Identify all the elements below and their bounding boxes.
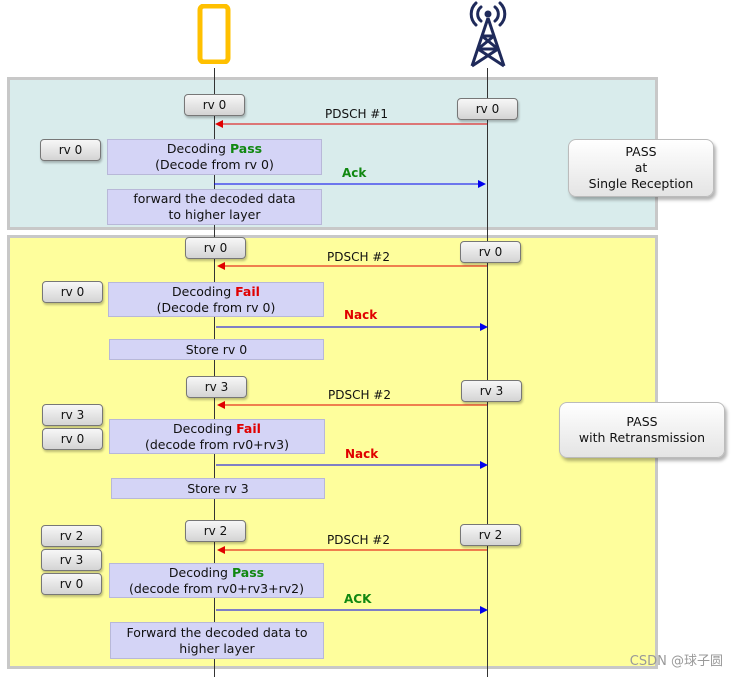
rv-pill-buffer: rv 0 — [42, 281, 103, 303]
rv-pill-buffer: rv 2 — [41, 525, 102, 547]
decoding-box-3: Decoding Fail (decode from rv0+rv3) — [109, 419, 325, 454]
decoding-box-4: Decoding Pass (decode from rv0+rv3+rv2) — [109, 563, 324, 598]
decoding-status-line: Decoding Pass — [110, 565, 323, 581]
result-line-2: with Retransmission — [578, 430, 706, 445]
rv-pill-gnb: rv 3 — [461, 380, 522, 402]
forward-line-1: forward the decoded data — [133, 191, 296, 206]
decoding-prefix: Decoding — [172, 283, 236, 299]
decoding-status: Fail — [236, 420, 261, 436]
rv-pill-buffer: rv 0 — [40, 139, 101, 161]
rv-pill-buffer: rv 0 — [42, 428, 103, 450]
watermark: CSDN @球子圆 — [629, 654, 723, 669]
forward-box-4: Forward the decoded data to higher layer — [110, 622, 324, 659]
result-line-3: Single Reception — [588, 176, 694, 191]
rv-pill-ue: rv 0 — [185, 237, 246, 259]
smartphone-icon — [197, 4, 231, 64]
decoding-box-2: Decoding Fail (Decode from rv 0) — [108, 282, 324, 317]
decoding-status-line: Decoding Fail — [110, 421, 324, 437]
decoding-status-line: Decoding Pass — [108, 141, 321, 157]
forward-line-2: to higher layer — [168, 207, 261, 222]
decoding-detail: (decode from rv0+rv3) — [144, 436, 289, 452]
result-retransmission: PASS with Retransmission — [559, 402, 725, 458]
rv-pill-ue: rv 3 — [186, 376, 247, 398]
ue-lifeline — [214, 68, 215, 677]
ack1-label: Ack — [342, 166, 367, 180]
pdsch2b-label: PDSCH #2 — [328, 388, 391, 402]
nack3-label: Nack — [345, 447, 379, 461]
decoding-prefix: Decoding — [173, 420, 237, 436]
nack2-label: Nack — [344, 308, 378, 322]
store-box-3: Store rv 3 — [111, 478, 325, 499]
gnb-lifeline — [487, 68, 488, 677]
decoding-status: Pass — [229, 141, 263, 156]
result-line-1: PASS — [625, 144, 657, 159]
decoding-box-1: Decoding Pass (Decode from rv 0) — [107, 139, 322, 175]
rv-pill-buffer: rv 3 — [41, 549, 102, 571]
decoding-detail: (Decode from rv 0) — [156, 299, 276, 315]
rv-pill-buffer: rv 0 — [41, 573, 102, 595]
forward-line-1: Forward the decoded data to — [126, 624, 308, 640]
rv-pill-gnb: rv 0 — [457, 98, 518, 120]
forward-box-1: forward the decoded data to higher layer — [107, 189, 322, 225]
decoding-prefix: Decoding — [166, 141, 230, 156]
decoding-prefix: Decoding — [168, 564, 232, 580]
cell-tower-icon — [469, 1, 507, 68]
pdsch2a-label: PDSCH #2 — [327, 250, 390, 264]
ack4-label: ACK — [344, 592, 372, 606]
decoding-detail: (decode from rv0+rv3+rv2) — [129, 580, 304, 596]
pdsch1-label: PDSCH #1 — [325, 107, 388, 121]
forward-line-2: higher layer — [179, 640, 255, 656]
decoding-status-line: Decoding Fail — [109, 284, 323, 300]
decoding-status: Pass — [231, 564, 265, 580]
result-line-2: at — [634, 160, 648, 175]
store-box-2: Store rv 0 — [109, 339, 324, 360]
decoding-status: Fail — [235, 283, 260, 299]
decoding-detail: (Decode from rv 0) — [155, 157, 274, 172]
rv-pill-gnb: rv 2 — [460, 524, 521, 546]
rv-pill-buffer: rv 3 — [42, 404, 103, 426]
rv-pill-gnb: rv 0 — [460, 241, 521, 263]
rv-pill-ue: rv 0 — [184, 94, 245, 116]
result-single-reception: PASS at Single Reception — [568, 139, 714, 197]
rv-pill-ue: rv 2 — [185, 520, 246, 542]
pdsch2c-label: PDSCH #2 — [327, 533, 390, 547]
result-line-1: PASS — [626, 414, 658, 429]
